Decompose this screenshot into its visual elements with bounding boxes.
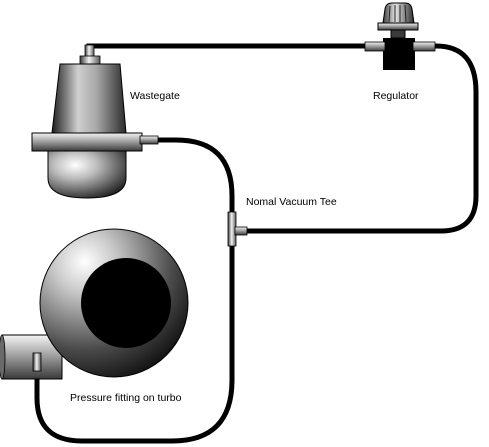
regulator (364, 2, 436, 70)
turbo-inlet-opening (81, 258, 171, 348)
regulator-body (383, 38, 415, 70)
pressure-fitting (32, 352, 42, 372)
wastegate-canister (51, 63, 127, 134)
tee-label: Nomal Vacuum Tee (246, 196, 337, 208)
regulator-label: Regulator (373, 90, 419, 102)
vacuum-tee (227, 211, 248, 247)
hose-wastegate-to-tee (155, 137, 235, 217)
wastegate-cap (79, 55, 101, 65)
wastegate (31, 44, 159, 199)
regulator-stem (390, 29, 406, 39)
turbo-outlet-face (0, 334, 6, 380)
regulator-knob (382, 2, 415, 24)
regulator-knob-grip (388, 4, 407, 23)
wastegate-port (139, 135, 159, 145)
hose-tee-to-turbo (34, 241, 235, 444)
wastegate-label: Wastegate (130, 90, 180, 102)
wastegate-flange (31, 132, 143, 152)
regulator-outlet (412, 41, 436, 52)
tee-branch (234, 226, 248, 236)
regulator-inlet (364, 41, 386, 52)
hose-regulator-to-tee (243, 43, 479, 234)
pressure-fitting-label: Pressure fitting on turbo (70, 392, 182, 404)
regulator-collar (377, 22, 419, 31)
turbo (0, 228, 189, 380)
hose-wastegate-to-regulator (86, 43, 375, 53)
wastegate-dome (47, 150, 127, 199)
